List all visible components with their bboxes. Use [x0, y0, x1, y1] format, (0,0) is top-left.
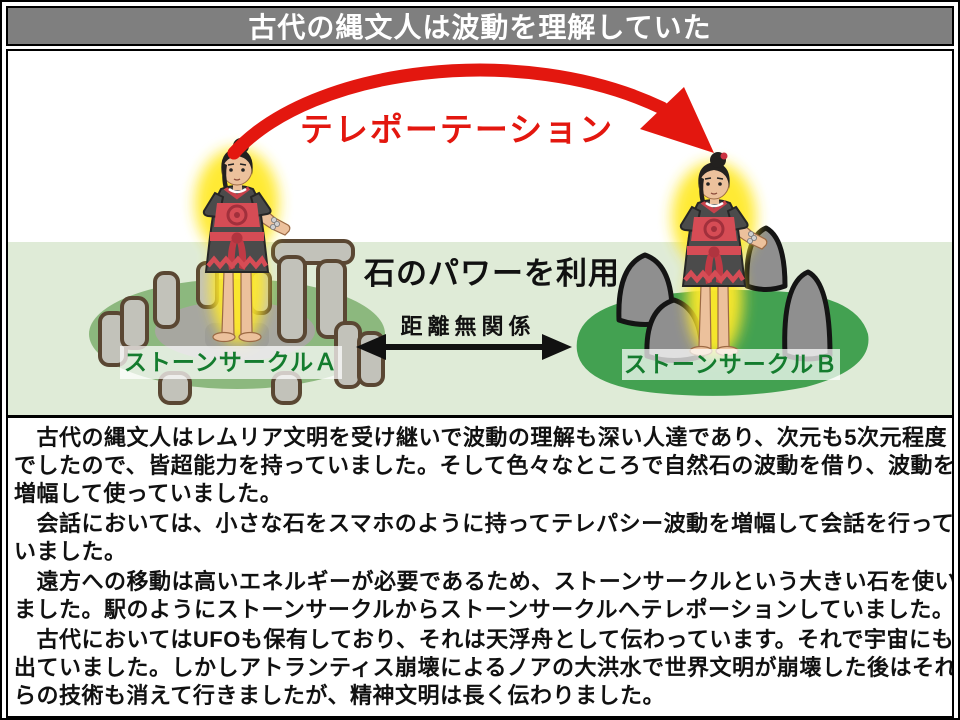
title-bar: 古代の縄文人は波動を理解していた — [6, 6, 954, 46]
distance-label: 距離無関係 — [400, 314, 536, 339]
page-title: 古代の縄文人は波動を理解していた — [248, 12, 712, 43]
paragraph-1: 古代の縄文人はレムリア文明を受け継いで波動の理解も深い人達であり、次元も5次元程… — [14, 425, 954, 506]
stone-power-label: 石のパワーを利用 — [364, 256, 620, 291]
stone-circle-a-label: ストーンサークルＡ — [120, 346, 342, 379]
paragraph-2: 会話においては、小さな石をスマホのように持ってテレパシー波動を増幅して会話を行っ… — [14, 511, 954, 564]
teleportation-arrow — [227, 63, 714, 160]
body-text-panel: 古代の縄文人はレムリア文明を受け継いで波動の理解も深い人達であり、次元も5次元程… — [6, 416, 954, 718]
stone-circle-b-label: ストーンサークルＢ — [622, 349, 840, 380]
paragraph-4: 古代においてはUFOも保有しており、それは天浮舟として伝わっています。それで宇宙… — [14, 627, 954, 708]
distance-arrow — [356, 334, 572, 360]
illustration-panel: テレポーテーション 石のパワーを利用 距離無関係 ストーンサークルＡ ストーンサ… — [6, 49, 954, 417]
teleportation-label: テレポーテーション — [299, 111, 615, 148]
paragraph-3: 遠方への移動は高いエネルギーが必要であるため、ストーンサークルという大きい石を使… — [14, 569, 954, 622]
